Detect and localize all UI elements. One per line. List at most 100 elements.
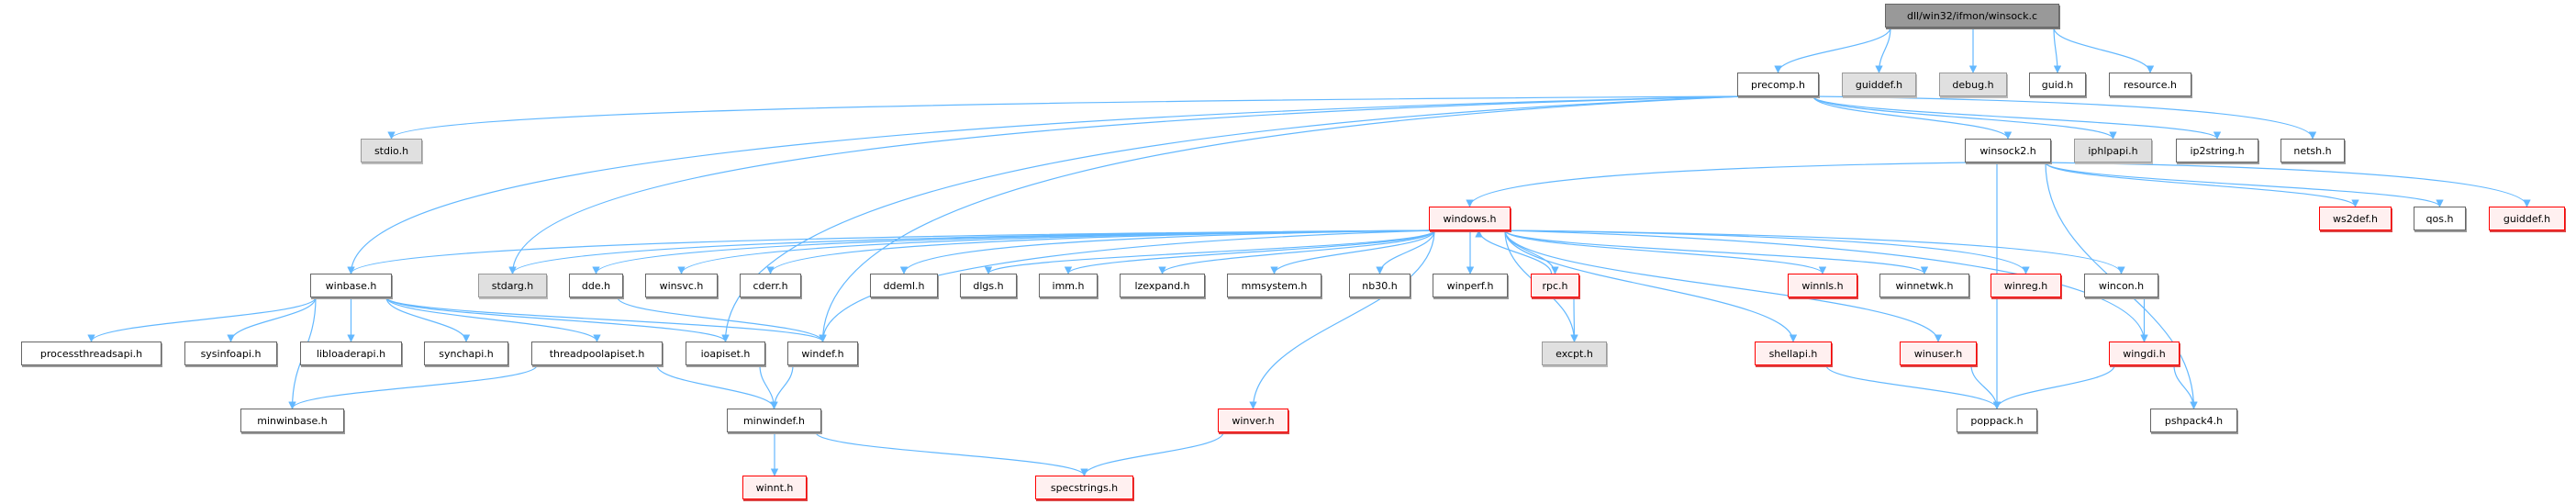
edge-winbase-to-threadpoolapiset [385,297,601,342]
edge-windows-to-cderr [766,230,1435,274]
edge-precomp-to-iphlpapi [1812,95,2117,140]
edge-windows-to-nb30 [1376,230,1435,274]
edge-windows-to-lzexpand [1158,230,1435,274]
edge-windows-to-dde [592,230,1435,274]
node-imm[interactable]: imm.h [1039,274,1098,297]
node-sysinfoapi[interactable]: sysinfoapi.h [184,342,277,365]
edge-threadpoolapiset-to-minwindef [656,364,778,409]
edge-windef-to-minwindef [770,364,794,409]
node-winsock-c[interactable]: dll/win32/ifmon/winsock.c [1885,4,2059,28]
edge-winsock2-to-ws2def [2045,162,2359,207]
node-windef[interactable]: windef.h [787,342,858,365]
node-shellapi[interactable]: shellapi.h [1755,342,1832,365]
edge-winuser-to-poppack [1970,364,2002,409]
node-iphlpapi[interactable]: iphlpapi.h [2074,139,2152,162]
node-rpc[interactable]: rpc.h [1531,274,1579,297]
node-guiddef2[interactable]: guiddef.h [2489,207,2565,230]
node-processthreadsapi[interactable]: processthreadsapi.h [21,342,162,365]
node-stdio[interactable]: stdio.h [361,139,422,162]
node-winnt[interactable]: winnt.h [742,476,807,499]
node-debug[interactable]: debug.h [1939,73,2007,96]
node-guid[interactable]: guid.h [2029,73,2086,96]
edge-threadpoolapiset-to-minwinbase [288,364,538,409]
node-threadpoolapiset[interactable]: threadpoolapiset.h [531,342,663,365]
node-netsh[interactable]: netsh.h [2280,139,2345,162]
edge-windows-to-imm [1064,230,1435,274]
edge-winbase-to-synchapi [385,297,471,342]
node-libloaderapi[interactable]: libloaderapi.h [300,342,402,365]
node-winnls[interactable]: winnls.h [1788,274,1857,297]
edge-wingdi-to-pshpack4 [2173,364,2198,409]
edge-shellapi-to-poppack [1825,364,2002,409]
edge-winsock2-to-guiddef2 [2045,162,2531,207]
node-qos[interactable]: qos.h [2414,207,2466,230]
edge-precomp-to-windef [819,95,1744,342]
node-cderr[interactable]: cderr.h [740,274,801,297]
edge-minwindef-to-specstrings [815,431,1088,476]
edge-windows-to-wincon [1504,230,2125,274]
node-ddeml[interactable]: ddeml.h [870,274,938,297]
edge-precomp-to-winsock2 [1812,95,2013,140]
edge-winsock_c-to-guid [2053,27,2062,73]
node-winsock2[interactable]: winsock2.h [1965,139,2051,162]
edge-winver-to-specstrings [1080,431,1224,476]
edge-windows-to-wingdi [1504,230,2148,342]
edge-winbase-to-windef [385,297,827,342]
edge-winsock_c-to-precomp [1774,27,1891,73]
node-winsvc[interactable]: winsvc.h [645,274,718,297]
edge-winsock2-to-qos [2045,162,2444,207]
node-nb30[interactable]: nb30.h [1349,274,1411,297]
node-winnetwk[interactable]: winnetwk.h [1879,274,1969,297]
node-wingdi[interactable]: wingdi.h [2109,342,2180,365]
edge-winbase-to-ioapiset [385,297,730,342]
node-winbase[interactable]: winbase.h [310,274,392,297]
edge-windows-to-winsvc [677,230,1435,274]
node-minwindef[interactable]: minwindef.h [727,409,821,432]
node-dlgs[interactable]: dlgs.h [960,274,1017,297]
node-poppack[interactable]: poppack.h [1957,409,2037,432]
node-winver[interactable]: winver.h [1218,409,1288,432]
edge-precomp-to-ioapiset [721,95,1744,342]
node-resource[interactable]: resource.h [2109,73,2191,96]
node-winuser[interactable]: winuser.h [1900,342,1977,365]
node-lzexpand[interactable]: lzexpand.h [1120,274,1205,297]
edge-precomp-to-netsh [1812,95,2317,140]
node-minwinbase[interactable]: minwinbase.h [240,409,344,432]
edge-windows-to-dlgs [984,230,1435,274]
node-excpt[interactable]: excpt.h [1542,342,1607,365]
node-ws2def[interactable]: ws2def.h [2319,207,2392,230]
node-precomp[interactable]: precomp.h [1737,73,1819,96]
edge-winsock2-to-windows [1466,162,1971,207]
edge-windows-to-winnetwk [1504,230,1929,274]
node-dde[interactable]: dde.h [569,274,623,297]
node-pshpack4[interactable]: pshpack4.h [2150,409,2237,432]
edge-windows-to-windef [819,230,1435,342]
node-guiddef1[interactable]: guiddef.h [1842,73,1916,96]
edge-windows-to-winver [1249,230,1435,409]
node-stdarg[interactable]: stdarg.h [478,274,547,297]
node-winreg[interactable]: winreg.h [1991,274,2061,297]
node-ioapiset[interactable]: ioapiset.h [686,342,765,365]
edge-precomp-to-stdarg [508,95,1744,274]
edge-rpc-to-windows [1475,230,1553,274]
node-wincon[interactable]: wincon.h [2084,274,2158,297]
edge-windows-to-ddeml [899,230,1435,274]
edge-winbase-to-sysinfoapi [227,297,317,342]
node-synchapi[interactable]: synchapi.h [424,342,508,365]
edge-wingdi-to-poppack [1992,364,2115,409]
node-specstrings[interactable]: specstrings.h [1035,476,1133,499]
edge-winbase-to-processthreadsapi [87,297,317,342]
edge-precomp-to-ip2string [1812,95,2222,140]
node-windows[interactable]: windows.h [1429,207,1511,230]
edge-windows-to-winbase [347,230,1435,274]
node-winperf[interactable]: winperf.h [1433,274,1508,297]
node-ip2string[interactable]: ip2string.h [2176,139,2258,162]
edge-precomp-to-winbase [347,95,1744,274]
edge-windows-to-winreg [1504,230,2030,274]
node-mmsystem[interactable]: mmsystem.h [1227,274,1321,297]
edge-winsock_c-to-resource [2053,27,2155,73]
edge-windows-to-winnls [1504,230,1827,274]
edge-rpc-to-excpt [1570,297,1578,342]
